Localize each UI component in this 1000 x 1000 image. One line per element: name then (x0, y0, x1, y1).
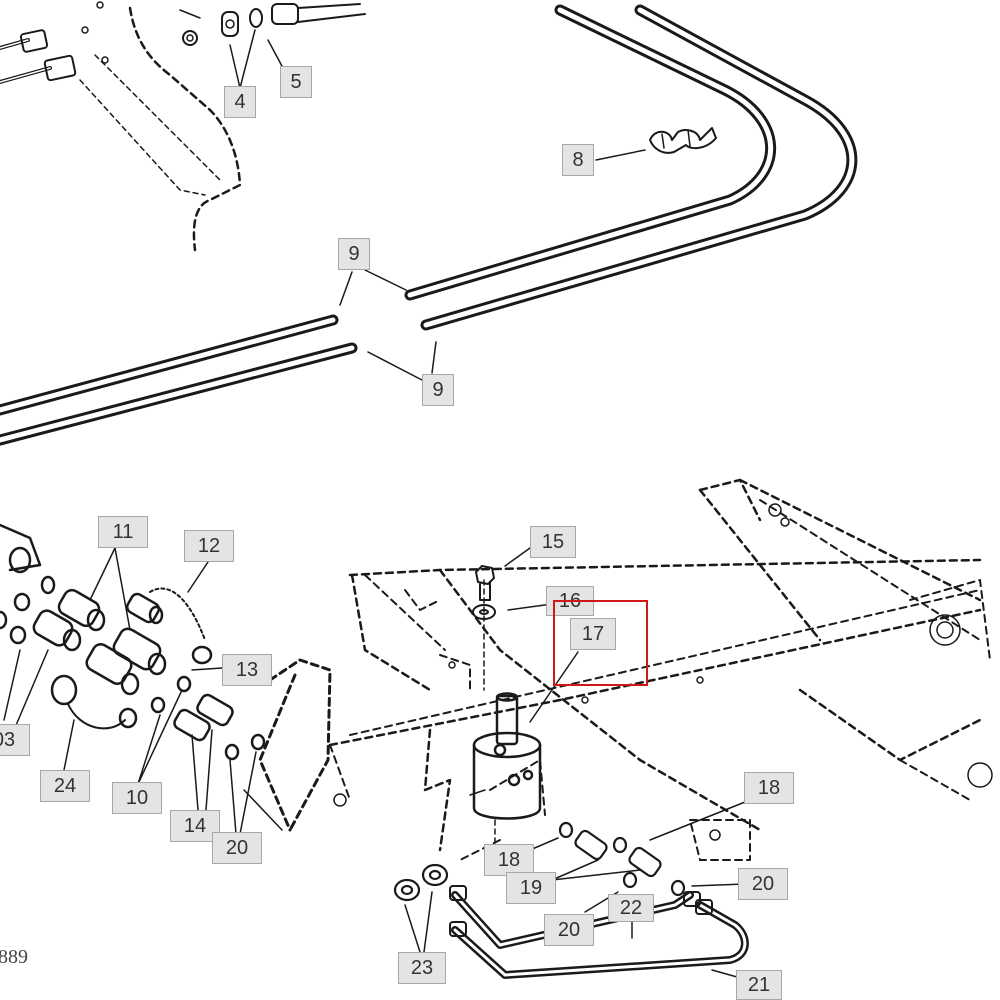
upper-hoses (0, 4, 858, 446)
callout-20-right: 20 (738, 868, 788, 900)
callout-13: 13 (222, 654, 272, 686)
callout-5: 5 (280, 66, 312, 98)
callout-4: 4 (224, 86, 256, 118)
callout-8: 8 (562, 144, 594, 176)
left-leaders (3, 547, 283, 835)
right-leaders (404, 547, 756, 983)
callout-15: 15 (530, 526, 576, 558)
frame-holes (333, 503, 993, 841)
callout-22: 22 (608, 894, 654, 922)
top-left-fittings (0, 3, 366, 84)
callout-14: 14 (170, 810, 220, 842)
top-leaders (229, 29, 646, 381)
highlight-box-callout-17 (553, 600, 648, 686)
callout-23: 23 (398, 952, 446, 984)
callout-11: 11 (98, 516, 148, 548)
callout-24: 24 (40, 770, 90, 802)
figure-id: 889 (0, 946, 28, 968)
callout-20-bottom: 20 (544, 914, 594, 946)
callout-18-right: 18 (744, 772, 794, 804)
callout-17: 17 (570, 618, 616, 650)
left-coupler-cluster (0, 523, 266, 761)
callout-19: 19 (506, 872, 556, 904)
bolt-and-washer (472, 565, 496, 620)
callout-9-lower: 9 (422, 374, 454, 406)
callout-10: 10 (112, 782, 162, 814)
callout-03: 03 (0, 724, 30, 756)
callout-9-upper: 9 (338, 238, 370, 270)
top-bracket-assembly (79, 1, 242, 252)
u-tube-lines (449, 885, 749, 979)
callout-20-left: 20 (212, 832, 262, 864)
chassis-frame (258, 478, 991, 861)
hose-clip (649, 127, 717, 154)
callout-12: 12 (184, 530, 234, 562)
callout-21: 21 (736, 970, 782, 1000)
swivel-block (469, 579, 542, 846)
